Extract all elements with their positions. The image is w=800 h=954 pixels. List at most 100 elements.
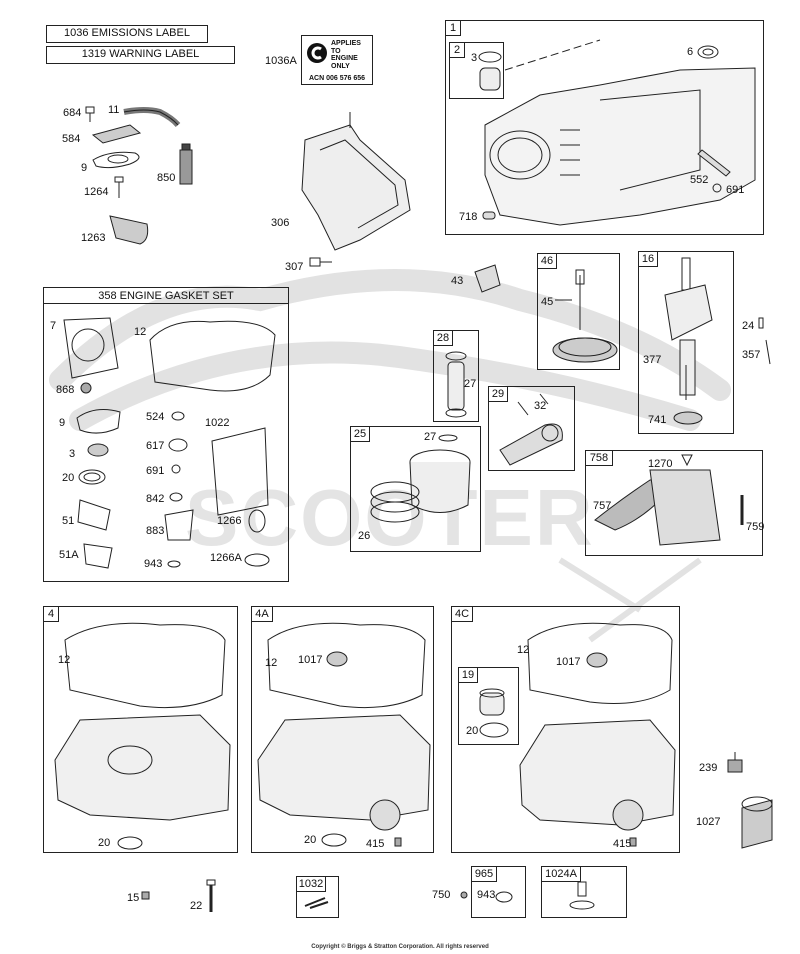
oring-943-icon bbox=[167, 560, 181, 568]
box-sump-4a bbox=[251, 606, 434, 853]
sump-gasket-4c-icon bbox=[527, 622, 673, 704]
dowel-552-icon bbox=[697, 149, 731, 177]
oring-842-icon bbox=[169, 492, 183, 502]
oil-filter-icon bbox=[741, 796, 773, 849]
oring-1266a-icon bbox=[244, 553, 270, 567]
callout-718: 718 bbox=[459, 211, 478, 223]
callout-552: 552 bbox=[690, 174, 709, 186]
warning-label-tag: 1319 WARNING LABEL bbox=[46, 46, 235, 64]
piston-rings-icon bbox=[370, 481, 420, 523]
callout-12a: 12 bbox=[134, 326, 147, 338]
plug-868-icon bbox=[80, 382, 92, 394]
callout-741: 741 bbox=[648, 414, 667, 426]
callout-306: 306 bbox=[271, 217, 290, 229]
box-1032-number: 1032 bbox=[296, 876, 326, 892]
nut-691b-icon bbox=[171, 464, 181, 474]
callout-943a: 943 bbox=[144, 558, 163, 570]
piston-pin-icon bbox=[445, 351, 467, 418]
bracket-1263-icon bbox=[109, 215, 149, 245]
callout-1017b: 1017 bbox=[556, 656, 581, 668]
connecting-rod-icon bbox=[499, 393, 563, 466]
gasket-51a-icon bbox=[83, 543, 113, 569]
callout-51a: 51A bbox=[59, 549, 79, 561]
box-1024a bbox=[541, 866, 627, 918]
callout-11: 11 bbox=[108, 104, 120, 116]
breather-cover-icon bbox=[91, 124, 142, 144]
box-piston-rings bbox=[350, 426, 481, 552]
gasket-1022-icon bbox=[211, 427, 269, 516]
callout-51: 51 bbox=[62, 515, 75, 527]
callout-1017a: 1017 bbox=[298, 654, 323, 666]
callout-9a: 9 bbox=[81, 162, 88, 174]
callout-691a: 691 bbox=[726, 184, 745, 196]
callout-883: 883 bbox=[146, 525, 165, 537]
callout-7: 7 bbox=[50, 320, 57, 332]
callout-3a: 3 bbox=[471, 52, 478, 64]
box-1024a-number: 1024A bbox=[541, 866, 581, 882]
box-cam-follower bbox=[585, 450, 763, 556]
bushing-19-icon bbox=[479, 688, 505, 716]
cam-follower-icon bbox=[594, 469, 721, 546]
sump-gasket-4a-icon bbox=[267, 622, 426, 709]
callout-3b: 3 bbox=[69, 448, 76, 460]
plug-15-icon bbox=[141, 891, 150, 900]
nut-691-icon bbox=[712, 183, 722, 193]
box-connecting-rod bbox=[488, 386, 575, 471]
callout-1266: 1266 bbox=[217, 515, 242, 527]
cylinder-head-gasket-icon bbox=[63, 317, 119, 379]
oring-943b-icon bbox=[495, 891, 513, 903]
callout-357: 357 bbox=[742, 349, 761, 361]
sump-gasket-4-icon bbox=[64, 622, 226, 709]
screw-307-icon bbox=[309, 257, 332, 267]
callout-842: 842 bbox=[146, 493, 165, 505]
box-gasket-set-title: 358 ENGINE GASKET SET bbox=[43, 287, 289, 304]
oil-sensor-icon bbox=[727, 752, 743, 773]
oring-524-icon bbox=[171, 411, 185, 421]
callout-9b: 9 bbox=[59, 417, 66, 429]
gasket-51-icon bbox=[77, 499, 111, 531]
box-piston-pin bbox=[433, 330, 479, 422]
cylinder-block-icon bbox=[484, 39, 756, 226]
box-crankshaft bbox=[638, 251, 734, 434]
callout-43: 43 bbox=[451, 275, 464, 287]
callout-750: 750 bbox=[432, 889, 451, 901]
callout-1264: 1264 bbox=[84, 186, 109, 198]
callout-584: 584 bbox=[62, 133, 81, 145]
box-1-number: 1 bbox=[445, 20, 461, 36]
callout-415b: 415 bbox=[613, 838, 632, 850]
box-2-number: 2 bbox=[449, 42, 465, 58]
sump-4-icon bbox=[54, 714, 231, 821]
box-sump-4c bbox=[451, 606, 680, 853]
bolt-22-icon bbox=[206, 879, 216, 912]
callout-1027: 1027 bbox=[696, 816, 721, 828]
callout-943b: 943 bbox=[477, 889, 496, 901]
callout-757: 757 bbox=[593, 500, 612, 512]
seal-6-icon bbox=[697, 45, 719, 59]
box-28-number: 28 bbox=[433, 330, 453, 346]
plug-750-icon bbox=[460, 891, 468, 899]
box-cylinder-assembly bbox=[445, 20, 764, 235]
box-4a-number: 4A bbox=[251, 606, 273, 622]
callout-617: 617 bbox=[146, 440, 165, 452]
callout-1036a: 1036A bbox=[265, 55, 297, 67]
callout-307: 307 bbox=[285, 261, 304, 273]
callout-12d: 12 bbox=[517, 644, 530, 656]
screw-1032-icon bbox=[304, 897, 329, 909]
oring-1266-icon bbox=[248, 509, 266, 533]
callout-1022: 1022 bbox=[205, 417, 230, 429]
watermark-text: SCOOTER bbox=[185, 473, 595, 562]
callout-27a: 27 bbox=[464, 378, 477, 390]
box-bushing bbox=[458, 667, 519, 745]
seal-20-icon bbox=[78, 469, 106, 485]
c-tick-icon bbox=[307, 43, 327, 63]
acn-label-illustration: APPLIES TO ENGINE ONLY ACN 006 576 656 bbox=[301, 35, 373, 85]
callout-12c: 12 bbox=[265, 657, 278, 669]
callout-1263: 1263 bbox=[81, 232, 106, 244]
callout-524: 524 bbox=[146, 411, 165, 423]
governor-icon bbox=[474, 264, 501, 293]
air-guide-icon bbox=[301, 112, 411, 251]
oil-pump-1017a-icon bbox=[326, 651, 348, 667]
breather-tube-icon bbox=[123, 107, 181, 128]
valve-1024a-icon bbox=[569, 881, 595, 910]
